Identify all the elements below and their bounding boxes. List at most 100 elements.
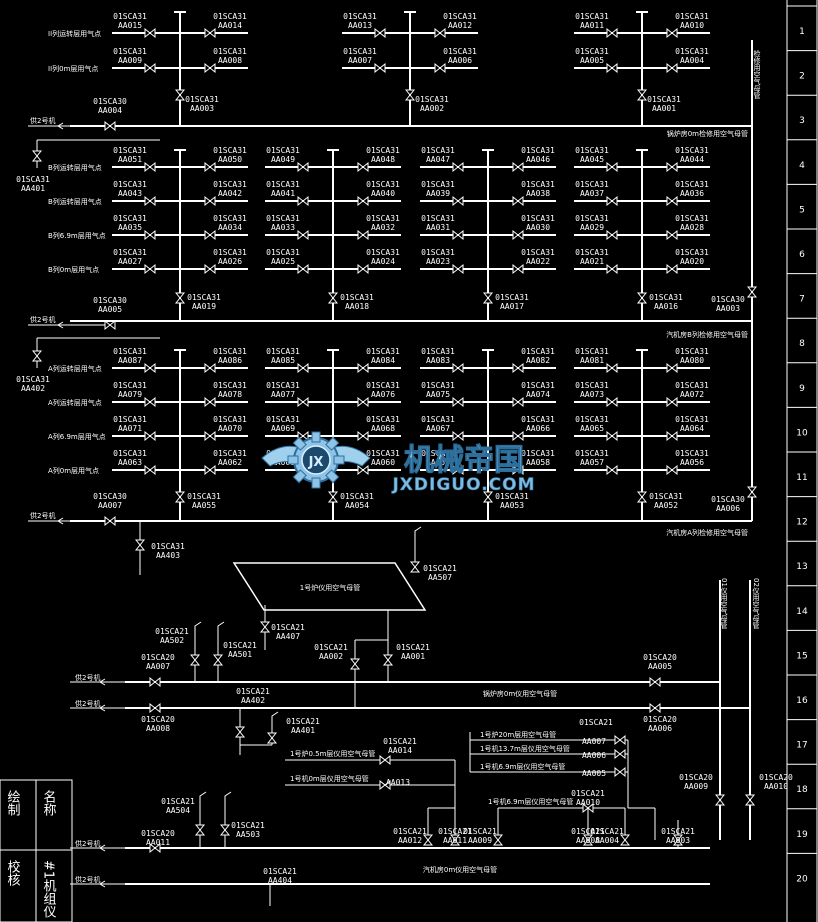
supply-valve-tag: 01SCA20 [141, 715, 175, 724]
branch-valve-icon [357, 263, 369, 275]
bottom-valve-icon [672, 834, 684, 846]
vent-valve-code: AA501 [228, 650, 252, 659]
air-tank-icon [232, 562, 427, 611]
drain-valve-icon [234, 726, 246, 738]
branch-valve-icon [606, 27, 618, 39]
vent-flag-icon [224, 791, 232, 810]
branch-valve-code: AA028 [680, 223, 704, 232]
supply-label: 供2号机 [75, 673, 100, 682]
branch-valve-tag: 01SCA31 [113, 415, 147, 424]
branch-valve-tag: 01SCA31 [266, 347, 300, 356]
branch-valve-icon [606, 62, 618, 74]
branch-valve-tag: 01SCA21 [579, 718, 613, 727]
riser-valve-icon [746, 486, 758, 498]
branch-valve-code: AA023 [426, 257, 450, 266]
branch-valve-icon [582, 802, 594, 814]
main-valve-icon [649, 676, 661, 688]
branch-valve-code: AA010 [680, 21, 704, 30]
vent-valve-tag: 01SCA21 [231, 821, 265, 830]
branch-valve-tag: 01SCA31 [421, 146, 455, 155]
drain-valve-tag: 01SCA21 [236, 687, 270, 696]
branch-valve-code: AA024 [371, 257, 395, 266]
branch-valve-code: AA051 [118, 155, 142, 164]
branch-valve-tag: 01SCA31 [113, 347, 147, 356]
branch-valve-code: AA030 [526, 223, 550, 232]
vent-valve-code: AA502 [160, 636, 184, 645]
branch-valve-code: AA005 [582, 769, 606, 778]
main-valve-code: AA005 [648, 662, 672, 671]
drain-valve-code: AA401 [291, 726, 315, 735]
riser-valve-tag: 01SCA20 [679, 773, 713, 782]
supply-valve-icon [149, 676, 161, 688]
branch-valve-code: AA040 [371, 189, 395, 198]
bottom-valve-tag: 01SCA21 [463, 827, 497, 836]
supply-valve-icon [104, 120, 116, 132]
branch-valve-code: AA005 [580, 56, 604, 65]
branch-valve-code: AA075 [426, 390, 450, 399]
branch-valve-tag: 01SCA31 [521, 146, 555, 155]
stem-valve-code: AA002 [420, 104, 444, 113]
branch-valve-tag: 01SCA31 [113, 248, 147, 257]
drain-valve-icon [266, 732, 278, 744]
branch-valve-icon [374, 62, 386, 74]
vent-flag-icon [271, 711, 279, 730]
branch-valve-tag: 01SCA31 [575, 381, 609, 390]
branch-valve-code: AA025 [271, 257, 295, 266]
row-number: 5 [799, 205, 805, 215]
branch-label: 1号机0m层仪用空气母管 [290, 774, 369, 783]
branch-valve-icon [614, 766, 626, 778]
branch-valve-code: AA013 [386, 778, 410, 787]
point-group-label: B列运转层用气点 [48, 197, 102, 206]
bottom-valve-tag: 01SCA21 [438, 827, 472, 836]
side-valve-tag: 01SCA31 [16, 375, 50, 384]
supply-valve-tag: 01SCA30 [93, 492, 127, 501]
branch-valve-icon [606, 464, 618, 476]
branch-valve-tag: 01SCA31 [213, 248, 247, 257]
branch-valve-icon [297, 362, 309, 374]
branch-valve-tag: 01SCA31 [443, 47, 477, 56]
point-group-label: B列6.9m层用气点 [48, 231, 106, 240]
branch-valve-icon [606, 161, 618, 173]
branch-valve-icon [666, 195, 678, 207]
branch-valve-icon [606, 362, 618, 374]
branch-valve-code: AA069 [271, 424, 295, 433]
point-group-label: A列运转层用气点 [48, 398, 102, 407]
bottom-valve-icon [422, 834, 434, 846]
branch-valve-icon [666, 27, 678, 39]
riser-valve-code: AA009 [684, 782, 708, 791]
stem-valve-code: AA055 [192, 501, 216, 510]
branch-valve-icon [452, 195, 464, 207]
branch-valve-code: AA006 [582, 751, 606, 760]
branch-valve-tag: 01SCA31 [421, 415, 455, 424]
supply-valve-tag: 01SCA30 [93, 97, 127, 106]
side-valve-icon [31, 350, 43, 362]
branch-valve-tag: 01SCA31 [113, 381, 147, 390]
riser-valve-icon [746, 286, 758, 298]
branch-valve-icon [297, 195, 309, 207]
branch-valve-code: AA032 [371, 223, 395, 232]
branch-valve-tag: 01SCA31 [366, 449, 400, 458]
branch-valve-tag: 01SCA31 [675, 449, 709, 458]
branch-valve-code: AA077 [271, 390, 295, 399]
row-number: 10 [796, 428, 808, 438]
supply-valve-icon [149, 702, 161, 714]
drain-valve-code: AA402 [241, 696, 265, 705]
branch-valve-tag: 01SCA31 [675, 47, 709, 56]
stem-valve-tag: 01SCA31 [649, 293, 683, 302]
branch-valve-code: AA080 [680, 356, 704, 365]
branch-valve-icon [357, 362, 369, 374]
flow-arrow-icon [99, 844, 106, 852]
branch-valve-code: AA083 [426, 356, 450, 365]
branch-valve-tag: 01SCA31 [366, 214, 400, 223]
supply-valve-icon [149, 842, 161, 854]
branch-valve-tag: 01SCA31 [213, 47, 247, 56]
vent-flag-icon [414, 526, 422, 545]
branch-valve-tag: 01SCA31 [421, 180, 455, 189]
branch-valve-icon [606, 396, 618, 408]
branch-valve-tag: 01SCA31 [113, 449, 147, 458]
branch-valve-code: AA043 [118, 189, 142, 198]
branch-valve-code: AA068 [371, 424, 395, 433]
branch-valve-code: AA059 [426, 458, 450, 467]
branch-valve-tag: 01SCA31 [213, 449, 247, 458]
watermark-sub: JXDIGUO.COM [391, 475, 535, 495]
